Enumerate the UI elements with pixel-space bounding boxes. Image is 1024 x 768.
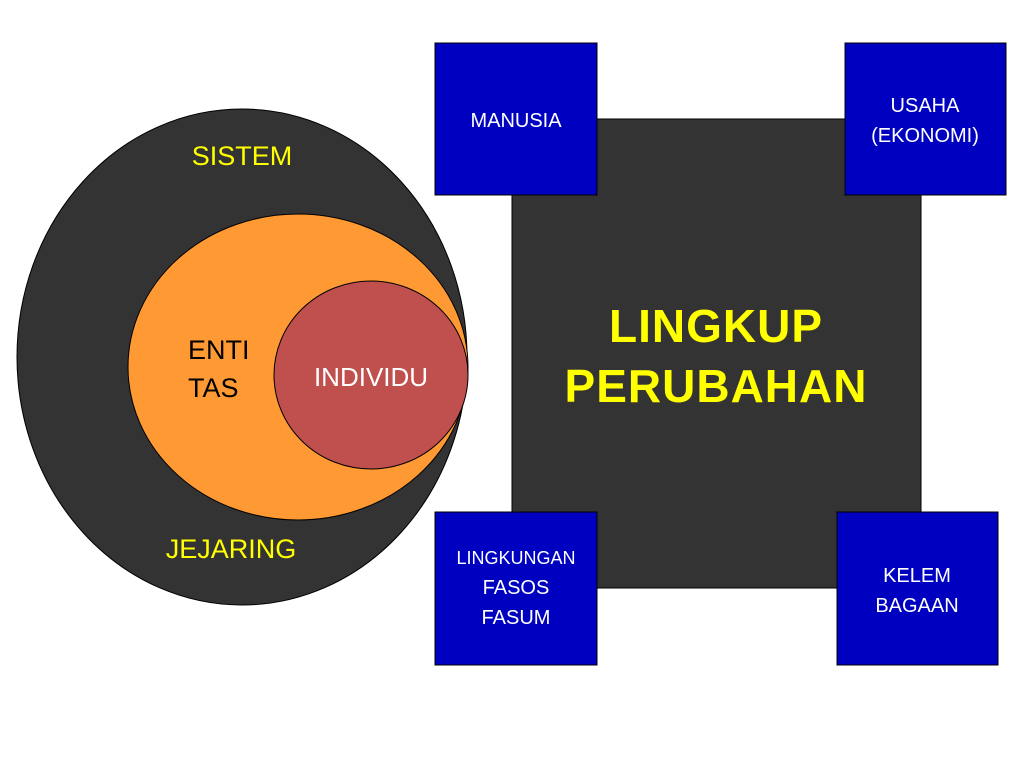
box-environment-facilities: LINGKUNGAN FASOS FASUM xyxy=(434,511,598,666)
label-system: SISTEM xyxy=(192,141,293,171)
box-environment-label-line3: FASUM xyxy=(482,607,551,629)
label-entity-line2: TAS xyxy=(188,373,239,403)
center-square xyxy=(511,118,922,589)
box-institutions-label-line2: BAGAAN xyxy=(875,595,958,617)
label-individual: INDIVIDU xyxy=(314,362,428,392)
label-entity-line1: ENTI xyxy=(188,335,250,365)
box-humans: MANUSIA xyxy=(434,42,598,196)
box-business-economy: USAHA (EKONOMI) xyxy=(844,42,1007,196)
box-environment-label-line1: LINGKUNGAN xyxy=(456,548,575,568)
box-institutions: KELEM BAGAAN xyxy=(836,511,999,666)
box-institutions-label-line1: KELEM xyxy=(883,565,951,587)
box-environment-label-line2: FASOS xyxy=(483,577,550,599)
box-business-label-line1: USAHA xyxy=(891,95,961,117)
label-network: JEJARING xyxy=(166,534,297,564)
center-title-line1: LINGKUP xyxy=(609,300,823,352)
inner-circle-individual xyxy=(273,280,469,470)
box-humans-label: MANUSIA xyxy=(470,110,562,132)
box-business-label-line2: (EKONOMI) xyxy=(871,125,979,147)
center-title-line2: PERUBAHAN xyxy=(565,360,868,412)
